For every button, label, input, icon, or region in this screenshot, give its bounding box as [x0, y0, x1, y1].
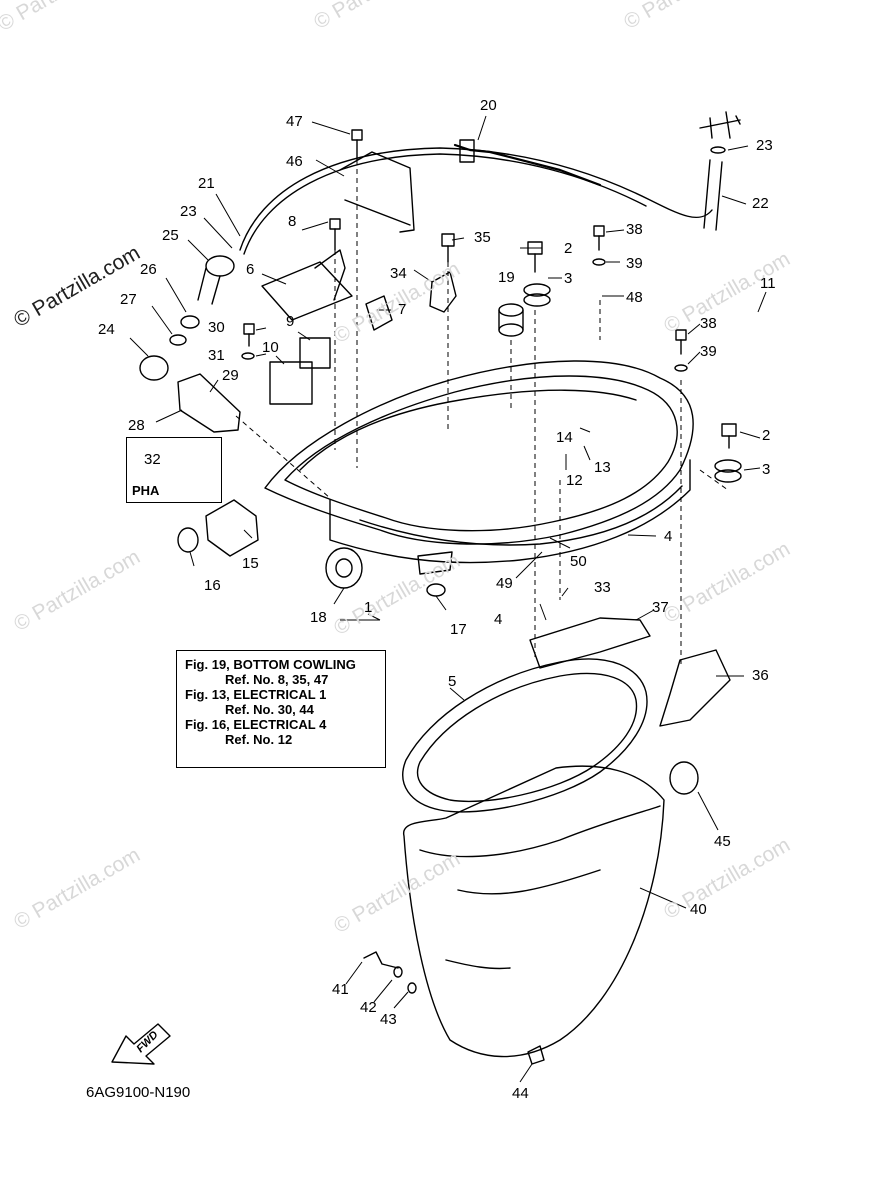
callout-37: 37	[652, 599, 669, 616]
callout-1: 1	[364, 599, 373, 616]
callout-30: 30	[208, 319, 225, 336]
callout-14: 14	[556, 429, 573, 446]
note-line: Ref. No. 30, 44	[225, 702, 314, 717]
callout-39b: 39	[700, 343, 717, 360]
note-line: Fig. 13, ELECTRICAL 1	[185, 687, 327, 702]
callout-25: 25	[162, 227, 179, 244]
callout-38b: 38	[700, 315, 717, 332]
diagram-code: 6AG9100-N190	[86, 1084, 191, 1101]
callout-4: 4	[664, 528, 673, 545]
callout-8: 8	[288, 213, 297, 230]
callout-24: 24	[98, 321, 115, 338]
callout-47: 47	[286, 113, 303, 130]
callout-5: 5	[448, 673, 457, 690]
note-line: Ref. No. 8, 35, 47	[225, 672, 329, 687]
callout-2: 2	[564, 240, 573, 257]
callout-29: 29	[222, 367, 239, 384]
callout-45: 45	[714, 833, 731, 850]
callout-28: 28	[128, 417, 145, 434]
callout-34: 34	[390, 265, 407, 282]
callout-10: 10	[262, 339, 279, 356]
callout-33: 33	[594, 579, 611, 596]
note-line: Fig. 19, BOTTOM COWLING	[185, 657, 356, 672]
callout-2b: 2	[762, 427, 771, 444]
callout-23b: 23	[180, 203, 197, 220]
callout-22: 22	[752, 195, 769, 212]
callout-46: 46	[286, 153, 303, 170]
callout-16: 16	[204, 577, 221, 594]
callout-15: 15	[242, 555, 259, 572]
callout-41: 41	[332, 981, 349, 998]
note-line: Ref. No. 12	[225, 732, 293, 747]
callout-4b: 4	[494, 611, 503, 628]
callout-20: 20	[480, 97, 497, 114]
callout-11: 11	[760, 275, 776, 292]
callout-32: 32	[144, 451, 161, 468]
pha-variant-box: PHA	[126, 437, 222, 503]
callout-6: 6	[246, 261, 255, 278]
callout-17: 17	[450, 621, 467, 638]
callout-42: 42	[360, 999, 377, 1016]
callout-9: 9	[286, 313, 295, 330]
pha-label: PHA	[132, 483, 160, 498]
cross-reference-note: Fig. 19, BOTTOM COWLING Ref. No. 8, 35, …	[176, 650, 386, 768]
callout-13: 13	[594, 459, 611, 476]
callout-19: 19	[498, 269, 515, 286]
callout-36: 36	[752, 667, 769, 684]
callout-21: 21	[198, 175, 215, 192]
callout-3b: 3	[762, 461, 771, 478]
callout-35: 35	[474, 229, 491, 246]
callout-49: 49	[496, 575, 513, 592]
callout-7: 7	[398, 301, 407, 318]
callout-26: 26	[140, 261, 157, 278]
callout-12: 12	[566, 472, 583, 489]
callout-44: 44	[512, 1085, 529, 1102]
callout-39: 39	[626, 255, 643, 272]
callout-38: 38	[626, 221, 643, 238]
callout-40: 40	[690, 901, 707, 918]
note-line: Fig. 16, ELECTRICAL 4	[185, 717, 327, 732]
callout-18: 18	[310, 609, 327, 626]
callout-3: 3	[564, 270, 573, 287]
callout-31: 31	[208, 347, 225, 364]
callout-50: 50	[570, 553, 587, 570]
callout-27: 27	[120, 291, 137, 308]
callout-48: 48	[626, 289, 643, 306]
callout-43: 43	[380, 1011, 397, 1028]
callout-23: 23	[756, 137, 773, 154]
